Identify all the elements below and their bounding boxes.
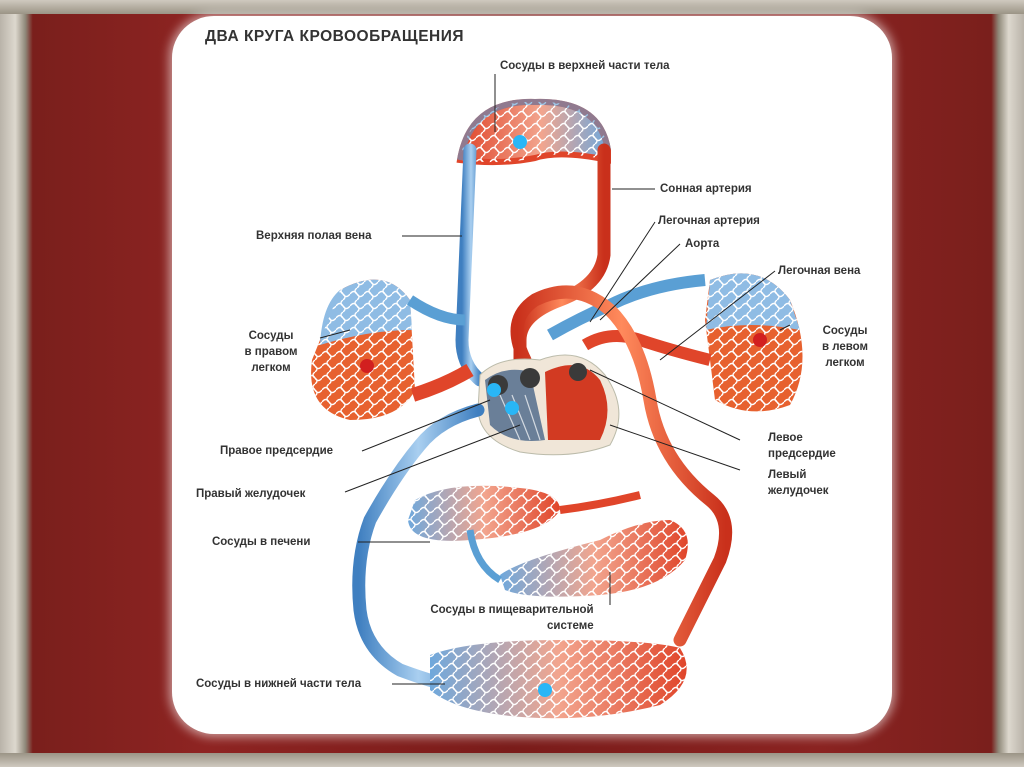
label-digestive-line2: системе [547,620,594,632]
label-left-lung-line3: легком [825,357,865,369]
upper-body-vessels [456,98,611,166]
label-left-atrium-line2: предсердие [768,448,836,460]
label-right-lung-line3: легком [251,362,291,374]
upper-body-dot [513,135,527,149]
heart [477,354,620,456]
right-lung-vessels [311,279,474,420]
digestive-vessels [466,520,688,597]
label-left-atrium-line1: Левое [768,432,803,444]
lower-body-vessels [430,640,687,719]
leader-lines [319,74,791,685]
label-left-lung-line2: в левом [821,341,869,353]
label-upper-body: Сосуды в верхней части тела [500,60,670,72]
frame-bottom-border [0,753,1024,767]
label-left-lung-line1: Сосуды [822,325,868,337]
lower-body-dot [538,683,552,697]
label-right-lung: Сосуды в правом легком [226,328,316,376]
label-pulmonary-vein: Легочная вена [778,265,861,277]
label-right-ventricle: Правый желудочек [196,488,306,500]
label-liver: Сосуды в печени [212,536,311,548]
label-left-ventricle-line2: желудочек [768,485,829,497]
label-digestive: Сосуды в пищеварительной системе [412,602,612,634]
label-carotid-artery: Сонная артерия [660,183,752,195]
label-left-ventricle-line1: Левый [768,469,807,481]
label-right-lung-line1: Сосуды [248,330,294,342]
label-right-lung-line2: в правом [244,346,298,358]
right-lung-dot [360,359,374,373]
superior-vena-cava [455,143,487,387]
label-left-lung: Сосуды в левом легком [800,323,890,371]
diagram-title: ДВА КРУГА КРОВООБРАЩЕНИЯ [205,28,465,45]
label-aorta: Аорта [685,238,720,250]
label-superior-vena-cava: Верхняя полая вена [256,230,372,242]
left-lung-dot [753,333,767,347]
heart-dot-2 [505,401,519,415]
label-right-atrium: Правое предсердие [220,445,334,457]
label-pulmonary-artery: Легочная артерия [658,215,760,227]
frame-top-border [0,0,1024,14]
aorta [510,285,733,647]
label-digestive-line1: Сосуды в пищеварительной [430,604,594,616]
label-left-atrium: Левое предсердие [768,430,836,462]
liver-vessels [408,485,641,541]
inferior-vena-cava [352,403,485,697]
heart-dot-1 [487,383,501,397]
label-left-ventricle: Левый желудочек [768,467,829,499]
label-lower-body: Сосуды в нижней части тела [196,678,362,690]
